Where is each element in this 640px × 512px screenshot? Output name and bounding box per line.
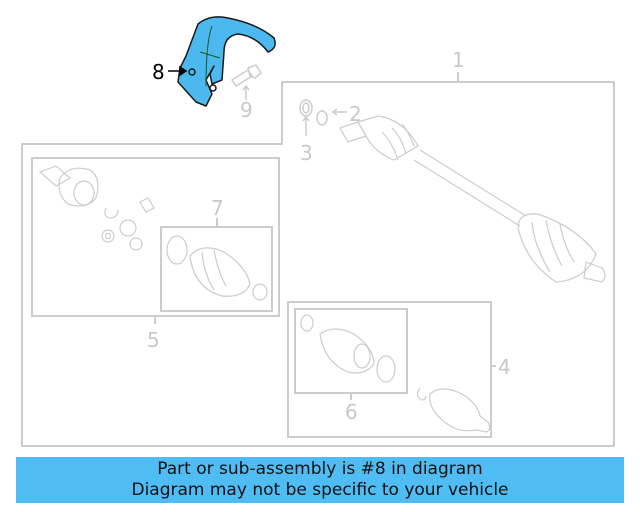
assembly-outline-1: [21, 81, 615, 447]
washer-parts: [299, 99, 347, 136]
callout-6[interactable]: 6: [345, 400, 358, 424]
subassembly-box-4: [287, 301, 492, 438]
banner-line-part: Part or sub-assembly is #8 in diagram: [157, 459, 483, 479]
callout-5[interactable]: 5: [147, 328, 160, 352]
callout-3[interactable]: 3: [300, 141, 313, 165]
callout-arrow-8: [168, 65, 188, 77]
info-banner: Part or sub-assembly is #8 in diagram Di…: [16, 457, 624, 503]
outer-joint-parts: [300, 314, 491, 433]
callout-8[interactable]: 8: [152, 60, 165, 84]
callout-2[interactable]: 2: [349, 102, 362, 126]
subassembly-box-5: [31, 157, 280, 317]
callout-7[interactable]: 7: [211, 196, 224, 220]
drive-shaft: [339, 115, 606, 283]
callout-9[interactable]: 9: [240, 98, 253, 122]
callout-4[interactable]: 4: [498, 355, 511, 379]
inner-joint-parts: [38, 165, 268, 301]
bolt-part-9: [230, 64, 262, 100]
callout-1[interactable]: 1: [452, 48, 465, 72]
banner-line-disclaimer: Diagram may not be specific to your vehi…: [131, 480, 509, 500]
highlighted-bracket-part-8: [177, 16, 276, 107]
